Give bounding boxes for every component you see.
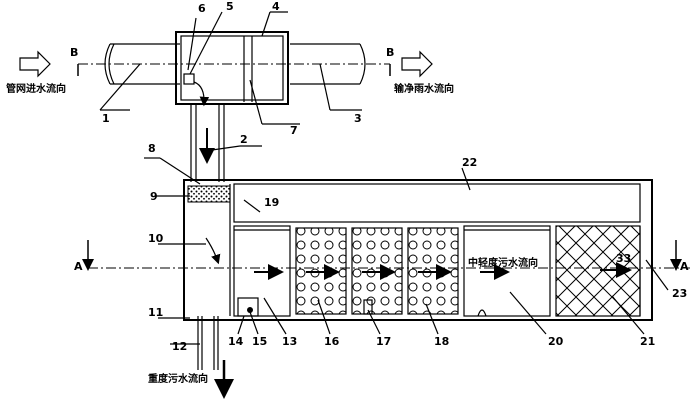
down-pipe xyxy=(190,104,225,182)
section-b-right: B xyxy=(386,46,394,59)
flow-arrows xyxy=(19,50,682,271)
outlet-pipe xyxy=(290,43,366,85)
part-10: 10 xyxy=(148,232,164,245)
chamber-20 xyxy=(463,225,551,317)
part-4: 4 xyxy=(272,0,280,13)
media-chamber-18 xyxy=(407,227,459,315)
media-chamber-16 xyxy=(295,227,347,315)
part-5: 5 xyxy=(226,0,234,13)
section-a-left: A xyxy=(74,260,83,273)
media-chamber-17 xyxy=(351,227,403,315)
sludge-pipe xyxy=(197,316,234,399)
part-11: 11 xyxy=(148,306,163,319)
section-b-left: B xyxy=(70,46,78,59)
pipe-inflow-label: 管网进水流向 xyxy=(6,82,66,95)
part-18: 18 xyxy=(434,335,449,348)
part-19: 19 xyxy=(264,196,279,209)
valve-body xyxy=(175,31,289,107)
part-22: 22 xyxy=(462,156,477,169)
part-7: 7 xyxy=(290,124,298,137)
clean-outflow-label: 输净雨水流向 xyxy=(394,82,454,95)
callout-33: 33 xyxy=(616,252,631,265)
part-9: 9 xyxy=(150,190,158,203)
part-16: 16 xyxy=(324,335,340,348)
part-20: 20 xyxy=(548,335,564,348)
part-6: 6 xyxy=(198,2,206,15)
settling-chamber xyxy=(187,184,231,316)
chamber-21 xyxy=(555,225,641,317)
part-8: 8 xyxy=(148,142,156,155)
part-23: 23 xyxy=(672,287,687,300)
part-1: 1 xyxy=(102,112,110,125)
chamber-13 xyxy=(233,225,291,317)
part-15: 15 xyxy=(252,335,267,348)
part-number-labels: 1 2 3 4 5 6 7 8 9 10 11 12 13 14 15 16 1… xyxy=(102,0,687,353)
leader-lines xyxy=(99,11,669,345)
part-13: 13 xyxy=(282,335,297,348)
middle-flow-label: 中轻度污水流向 xyxy=(468,256,538,269)
part-2: 2 xyxy=(240,133,248,146)
part-12: 12 xyxy=(172,340,187,353)
section-letters: B B A A xyxy=(70,46,689,273)
section-a-right: A xyxy=(680,260,689,273)
part-21: 21 xyxy=(640,335,655,348)
treatment-tank xyxy=(183,179,653,321)
part-17: 17 xyxy=(376,335,391,348)
part-3: 3 xyxy=(354,112,362,125)
heavy-outflow-label: 重度污水流向 xyxy=(148,372,208,385)
part-14: 14 xyxy=(228,335,244,348)
top-channel xyxy=(233,183,641,223)
